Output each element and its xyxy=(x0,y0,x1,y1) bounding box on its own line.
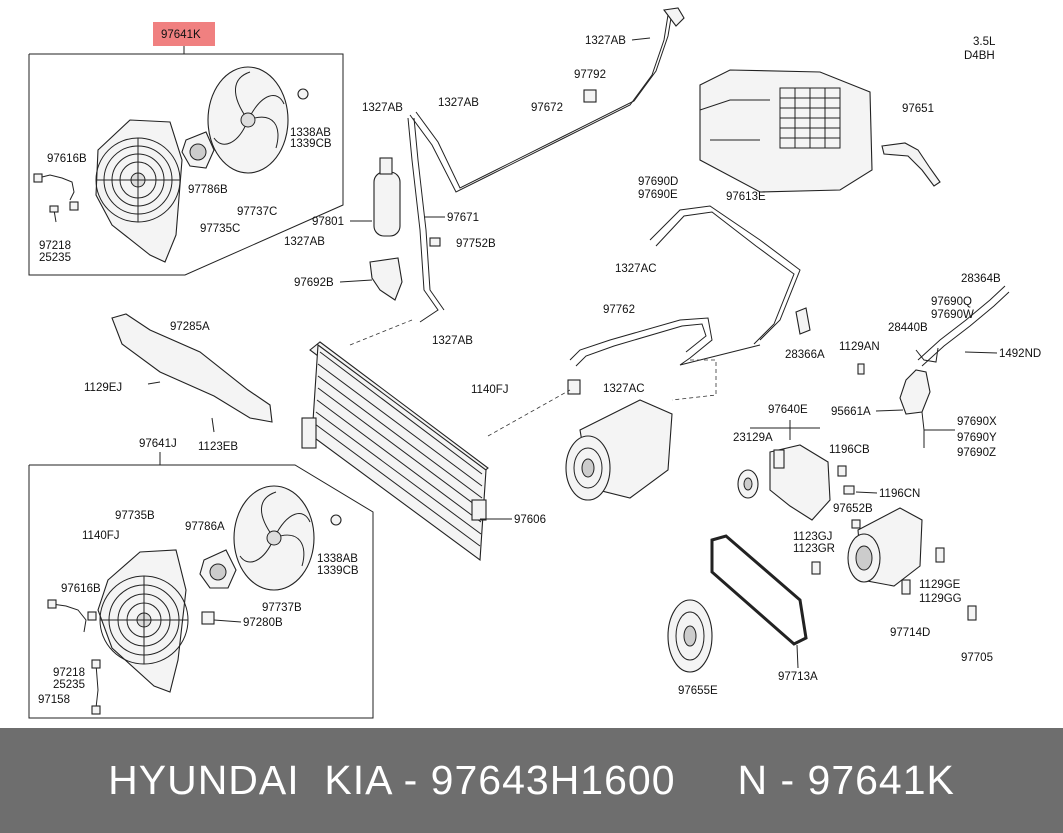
label-25235-lower[interactable]: 25235 xyxy=(53,679,85,691)
label-1327ab-a[interactable]: 1327AB xyxy=(362,102,403,114)
bracket-drawing xyxy=(111,313,273,423)
lower-fan-shroud-drawing xyxy=(97,549,189,693)
label-28366a[interactable]: 28366A xyxy=(785,349,825,361)
label-1196cn[interactable]: 1196CN xyxy=(879,488,920,500)
label-1327ab-top[interactable]: 1327AB xyxy=(585,35,626,47)
label-97786b[interactable]: 97786B xyxy=(188,184,228,196)
label-97280b[interactable]: 97280B xyxy=(243,617,283,629)
label-97672[interactable]: 97672 xyxy=(531,102,563,114)
upper-fan-shroud-drawing xyxy=(95,119,183,263)
label-97801[interactable]: 97801 xyxy=(312,216,344,228)
label-1140fj-lower[interactable]: 1140FJ xyxy=(82,530,120,542)
label-97690x[interactable]: 97690X xyxy=(957,416,997,428)
label-1327ab-b[interactable]: 1327AB xyxy=(438,97,479,109)
label-23129a[interactable]: 23129A xyxy=(733,432,773,444)
label-97786a[interactable]: 97786A xyxy=(185,521,225,533)
label-1327ab-d[interactable]: 1327AB xyxy=(432,335,473,347)
label-97158[interactable]: 97158 xyxy=(38,694,70,706)
part-number-banner: HYUNDAI KIA - 97643H1600 N - 97641K xyxy=(0,728,1063,833)
label-97705[interactable]: 97705 xyxy=(961,652,993,664)
label-97671[interactable]: 97671 xyxy=(447,212,479,224)
part-number-text: HYUNDAI KIA - 97643H1600 N - 97641K xyxy=(108,757,955,803)
label-1492nd[interactable]: 1492ND xyxy=(999,348,1041,360)
label-1338ab-upper[interactable]: 1338AB xyxy=(290,127,331,139)
label-28364b[interactable]: 28364B xyxy=(961,273,1001,285)
label-97714d[interactable]: 97714D xyxy=(890,627,930,639)
label-1129ej[interactable]: 1129EJ xyxy=(84,382,122,394)
label-97606[interactable]: 97606 xyxy=(514,514,546,526)
label-97690w[interactable]: 97690W xyxy=(931,309,974,321)
label-1129an[interactable]: 1129AN xyxy=(839,341,880,353)
highlighted-part-label[interactable]: 97641K xyxy=(161,29,201,41)
label-97218-lower[interactable]: 97218 xyxy=(53,667,85,679)
compressor-drawing xyxy=(565,399,673,501)
label-1123gj[interactable]: 1123GJ xyxy=(793,531,832,543)
label-97655e[interactable]: 97655E xyxy=(678,685,718,697)
label-97613e[interactable]: 97613E xyxy=(726,191,766,203)
label-97692b[interactable]: 97692B xyxy=(294,277,334,289)
label-28440b[interactable]: 28440B xyxy=(888,322,928,334)
condenser-drawing xyxy=(301,341,489,562)
clutch-pulley-drawing xyxy=(667,599,713,673)
engine-spec-line2: D4BH xyxy=(964,50,995,62)
label-97690e[interactable]: 97690E xyxy=(638,189,678,201)
receiver-drier-drawing xyxy=(369,157,403,301)
label-97735c[interactable]: 97735C xyxy=(200,223,240,235)
label-97690y[interactable]: 97690Y xyxy=(957,432,997,444)
label-97616b-lower[interactable]: 97616B xyxy=(61,583,101,595)
label-97752b[interactable]: 97752B xyxy=(456,238,496,250)
label-1339cb-lower[interactable]: 1339CB xyxy=(317,565,359,577)
evaporator-unit-drawing xyxy=(699,69,873,193)
label-1140fj-upper[interactable]: 1140FJ xyxy=(471,384,509,396)
lower-fan-motor-drawing xyxy=(199,549,237,625)
label-1339cb-upper[interactable]: 1339CB xyxy=(290,138,332,150)
label-97616b-upper[interactable]: 97616B xyxy=(47,153,87,165)
label-1129gg[interactable]: 1129GG xyxy=(919,593,962,605)
label-97285a[interactable]: 97285A xyxy=(170,321,210,333)
highlight-box xyxy=(153,22,215,46)
label-1196cb[interactable]: 1196CB xyxy=(829,444,870,456)
label-1123eb[interactable]: 1123EB xyxy=(198,441,238,453)
label-1338ab-lower[interactable]: 1338AB xyxy=(317,553,358,565)
parts-diagram: 3.5L D4BH 97641K xyxy=(28,7,1041,719)
drive-belt-drawing xyxy=(710,534,808,646)
label-1327ac-1[interactable]: 1327AC xyxy=(615,263,657,275)
upper-fan-group-frame xyxy=(28,53,344,276)
label-97737b[interactable]: 97737B xyxy=(262,602,302,614)
label-97640e[interactable]: 97640E xyxy=(768,404,808,416)
label-97713a[interactable]: 97713A xyxy=(778,671,818,683)
label-1123gr[interactable]: 1123GR xyxy=(793,543,835,555)
label-97792[interactable]: 97792 xyxy=(574,69,606,81)
engine-spec-line1: 3.5L xyxy=(973,36,996,48)
upper-fan-motor-drawing xyxy=(181,131,215,169)
label-97651[interactable]: 97651 xyxy=(902,103,934,115)
label-97218-upper[interactable]: 97218 xyxy=(39,240,71,252)
lower-compressor-drawing xyxy=(847,507,923,587)
label-95661a[interactable]: 95661A xyxy=(831,406,871,418)
lower-fan-group-frame xyxy=(28,464,374,719)
label-97735b[interactable]: 97735B xyxy=(115,510,155,522)
label-1129ge[interactable]: 1129GE xyxy=(919,579,961,591)
nut-icon xyxy=(297,88,309,100)
label-97737c[interactable]: 97737C xyxy=(237,206,277,218)
label-97690d[interactable]: 97690D xyxy=(638,176,678,188)
label-97762[interactable]: 97762 xyxy=(603,304,635,316)
label-97641j[interactable]: 97641J xyxy=(139,438,177,450)
label-97652b[interactable]: 97652B xyxy=(833,503,873,515)
label-25235-upper[interactable]: 25235 xyxy=(39,252,71,264)
label-1327ab-c[interactable]: 1327AB xyxy=(284,236,325,248)
upper-fan-blade-drawing xyxy=(207,66,289,174)
label-97690q[interactable]: 97690Q xyxy=(931,296,972,308)
lower-fan-blade-drawing xyxy=(233,485,315,591)
label-97690z[interactable]: 97690Z xyxy=(957,447,996,459)
label-1327ac-2[interactable]: 1327AC xyxy=(603,383,645,395)
